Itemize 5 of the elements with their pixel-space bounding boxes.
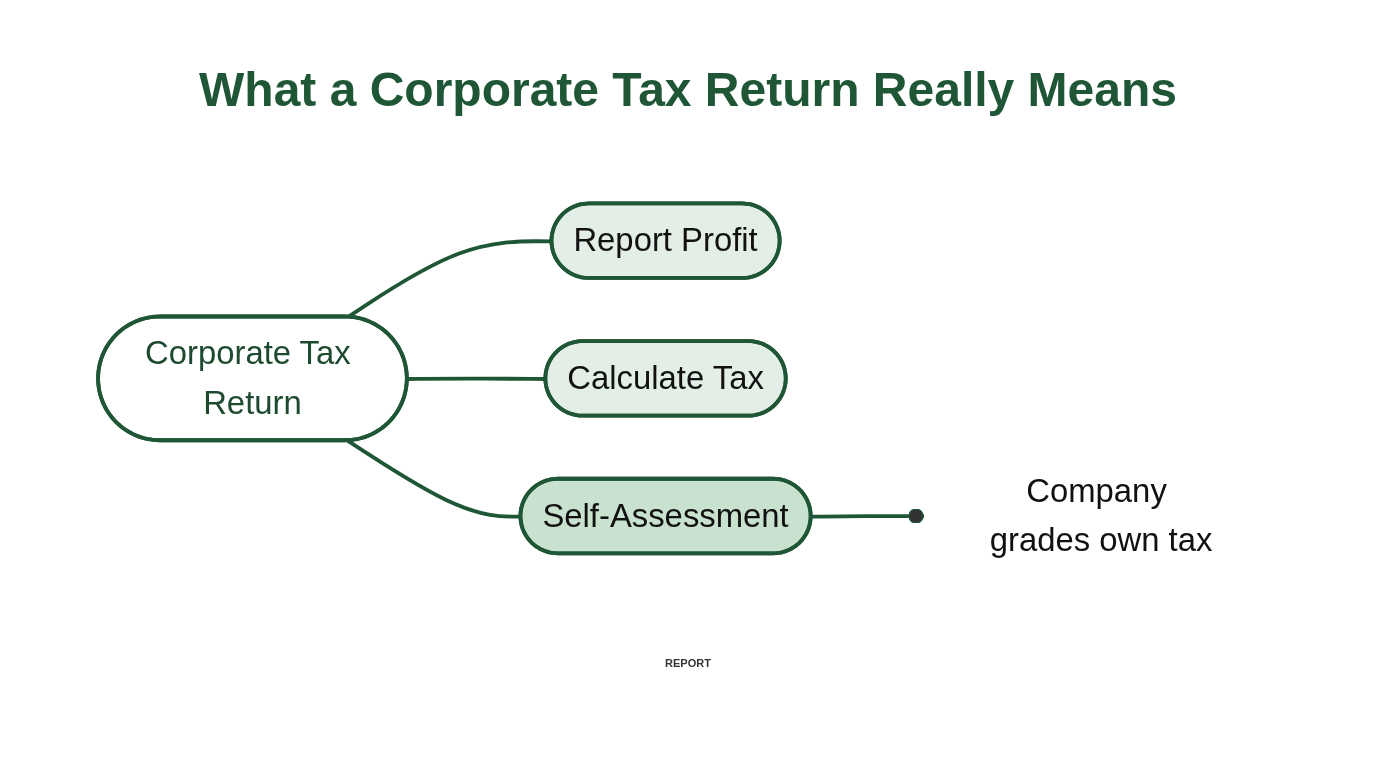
connector [346,439,522,519]
icon-label: REPORT [665,657,711,669]
node-text: Company grades own tax [989,471,1213,559]
title: What a Corporate Tax Return Really Means [199,62,1177,117]
connector [811,508,925,524]
